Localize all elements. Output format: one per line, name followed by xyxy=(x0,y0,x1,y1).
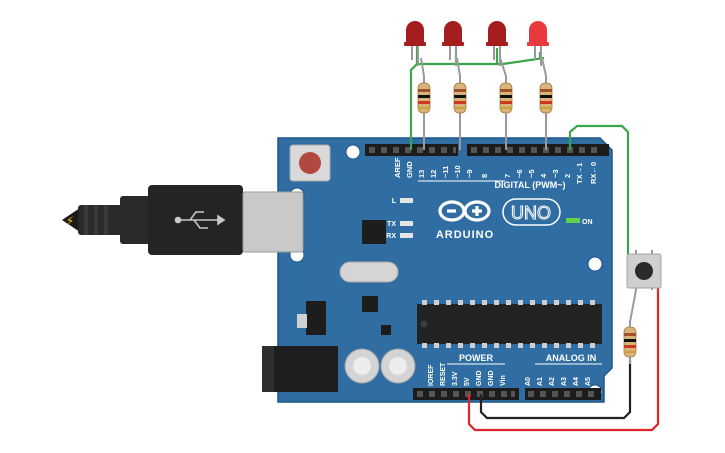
ground-wire-green[interactable] xyxy=(409,46,545,150)
pin-label-10: ~10 xyxy=(453,165,462,178)
transistor xyxy=(381,325,391,335)
pin-label-a1: A1 xyxy=(537,377,544,386)
voltage-regulator xyxy=(306,301,326,335)
led-rx-indicator xyxy=(400,233,413,238)
pin-label-5: ~5 xyxy=(527,169,536,178)
pin-label-a3: A3 xyxy=(561,377,568,386)
pin-label-ioref: IOREF xyxy=(428,364,435,386)
push-button[interactable] xyxy=(626,250,662,290)
pull-down-resistor[interactable] xyxy=(623,319,637,365)
arduino-uno-board[interactable]: AREF GND 13 12 ~11 ~10 ~9 8 7 ~6 ~5 4 ~3… xyxy=(242,137,613,403)
pin-label-a5: A5 xyxy=(585,377,592,386)
pin-label-gnd: GND xyxy=(405,161,414,178)
pin-label-a4: A4 xyxy=(573,377,580,386)
pin-label-gnd-1: GND xyxy=(476,370,483,386)
resistor-4[interactable] xyxy=(539,75,553,121)
pin-label-5v: 5V xyxy=(464,377,471,386)
model-name: UNO xyxy=(511,203,551,223)
uno-badge xyxy=(502,198,561,226)
usb-icon xyxy=(174,211,226,229)
reset-button[interactable] xyxy=(289,144,331,182)
pin-label-4: 4 xyxy=(539,173,548,178)
pin-label-aref: AREF xyxy=(393,157,402,178)
arduino-logo-icon xyxy=(438,200,491,222)
dc-power-jack xyxy=(262,346,338,392)
ground-wire-black[interactable] xyxy=(479,360,632,420)
on-led-indicator xyxy=(566,218,580,223)
pin-label-2: 2 xyxy=(563,174,572,178)
capacitor xyxy=(380,348,416,384)
led-l-label: L xyxy=(392,198,397,205)
capacitor xyxy=(344,348,380,384)
pin-label-6: ~6 xyxy=(515,169,524,178)
pin-label-9: ~9 xyxy=(465,169,474,178)
pin-label-13: 13 xyxy=(417,170,426,178)
crystal-oscillator xyxy=(339,261,399,283)
pin-label-3: ~3 xyxy=(551,169,560,178)
brand-name: ARDUINO xyxy=(436,229,494,241)
atmega-chip xyxy=(417,300,602,348)
pin-label-8: 8 xyxy=(480,174,489,178)
usb-cable: ⚡ xyxy=(62,185,243,255)
red-led-2[interactable] xyxy=(441,20,465,67)
pin-label-tx1: TX→1 xyxy=(575,163,584,184)
pin-label-3v3: 3.3V xyxy=(452,371,459,386)
pin-label-gnd-2: GND xyxy=(488,370,495,386)
analog-in-label: ANALOG IN xyxy=(546,353,597,363)
power-wire-red[interactable] xyxy=(467,286,660,432)
pin-label-reset: RESET xyxy=(440,362,447,386)
pin-label-11: ~11 xyxy=(441,166,450,178)
on-label: ON xyxy=(582,219,593,226)
pin-label-vin: Vin xyxy=(500,375,507,386)
resistor-3[interactable] xyxy=(499,75,513,121)
pin-label-12: 12 xyxy=(429,170,438,178)
pin-label-a2: A2 xyxy=(549,377,556,386)
pin-label-a0: A0 xyxy=(525,377,532,386)
digital-header xyxy=(365,144,609,156)
lightning-icon: ⚡ xyxy=(66,214,74,228)
usb-port xyxy=(242,191,304,253)
power-header xyxy=(413,388,519,400)
led-rx-label: RX xyxy=(386,233,396,240)
analog-header xyxy=(525,388,601,400)
led-tx-label: TX xyxy=(387,221,396,228)
resistor-1[interactable] xyxy=(417,75,431,121)
red-led-1[interactable] xyxy=(403,20,427,67)
pin-label-rx0: RX←0 xyxy=(589,162,598,184)
usb-chip xyxy=(362,220,386,244)
power-label: POWER xyxy=(459,353,494,363)
led-l-indicator xyxy=(400,198,413,203)
digital-pwm-label: DIGITAL (PWM~) xyxy=(495,180,566,190)
pin-label-7: 7 xyxy=(503,174,512,178)
led-tx-indicator xyxy=(400,221,413,226)
small-chip xyxy=(362,296,378,312)
resistor-2[interactable] xyxy=(453,75,467,121)
